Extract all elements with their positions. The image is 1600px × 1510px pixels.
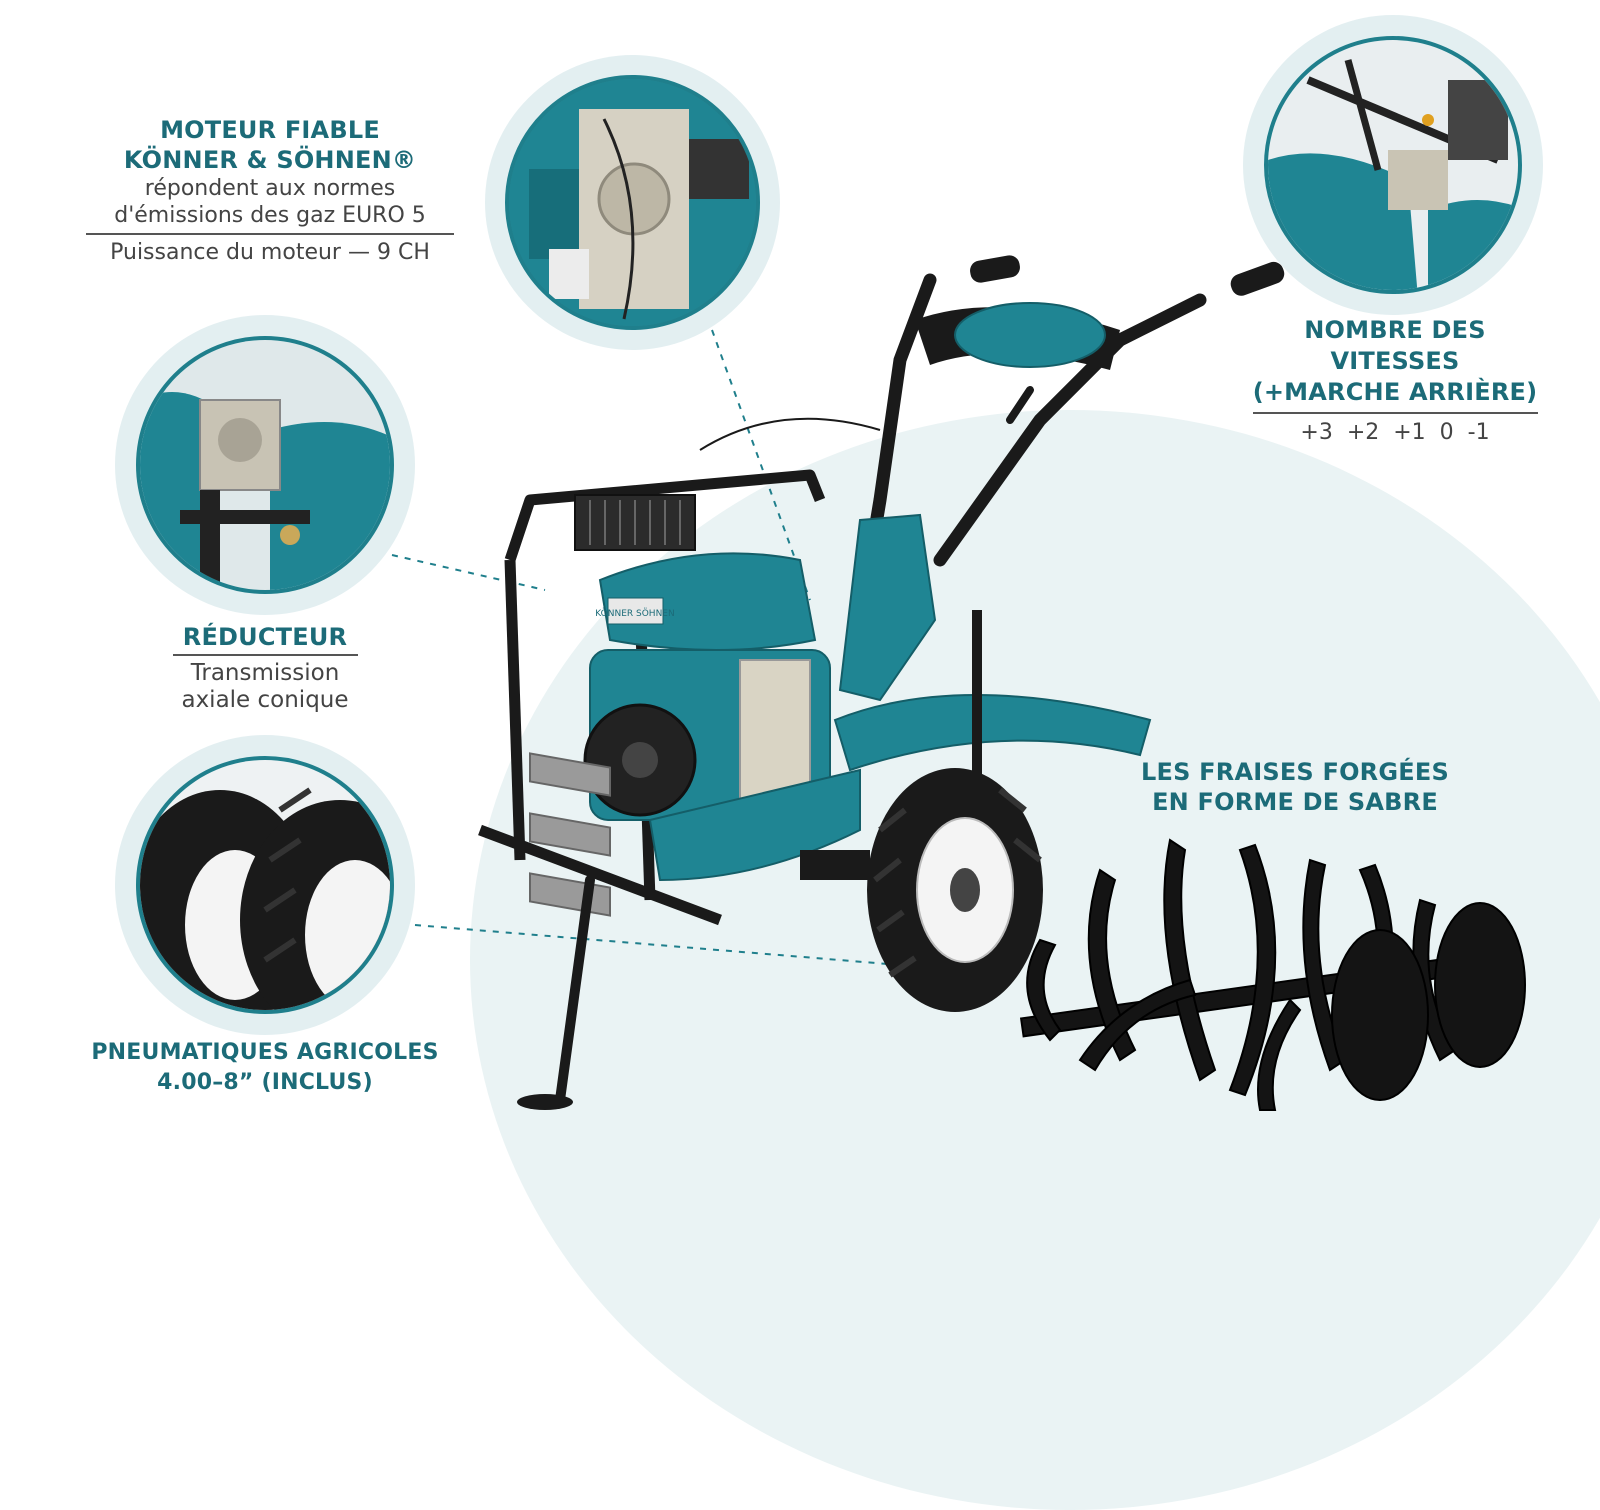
- disk-protector-front: [1331, 929, 1429, 1101]
- frame-bottom-bar: [478, 824, 722, 926]
- right-grip: [1230, 261, 1285, 296]
- wheel: [867, 768, 1043, 1012]
- tillers-title-line2: EN FORME DE SABRE: [1152, 788, 1438, 816]
- tillers-label: LES FRAISES FORGÉES EN FORME DE SABRE: [1125, 757, 1465, 817]
- engine-detail-circle: [485, 55, 780, 350]
- engine-badge-text: KÖNNER SÖHNEN: [595, 608, 674, 619]
- engine-badge: [607, 597, 664, 625]
- reducer-detail-circle: [115, 315, 415, 615]
- reducer-desc-line2: axiale conique: [181, 687, 349, 713]
- handlebar-right: [933, 293, 1207, 567]
- gear-lever: [1006, 386, 1034, 424]
- gears-label: NOMBRE DES VITESSES (+MARCHE ARRIÈRE) +3…: [1240, 315, 1550, 446]
- reducer-divider: [172, 654, 358, 656]
- frame-left: [504, 559, 526, 861]
- gearbox-closeup-image: [1264, 36, 1522, 294]
- gears-detail-circle: [1243, 15, 1543, 315]
- engine-closeup-image: [505, 75, 760, 330]
- connector-engine: [711, 329, 811, 601]
- tiller-blades: [1019, 838, 1501, 1111]
- engine-desc-line1: répondent aux normes: [144, 176, 396, 201]
- tires-label: PNEUMATIQUES AGRICOLES 4.00–8” (INCLUS): [60, 1038, 470, 1098]
- left-grip: [970, 255, 1020, 283]
- tires-title-line2: 4.00–8” (INCLUS): [157, 1070, 373, 1095]
- engine-power: Puissance du moteur — 9 CH: [110, 240, 430, 265]
- engine-title-line2: KÖNNER & SÖHNEN®: [123, 146, 417, 174]
- gears-title-line3: (+MARCHE ARRIÈRE): [1252, 378, 1538, 406]
- tires-title-line1: PNEUMATIQUES AGRICOLES: [91, 1040, 439, 1065]
- engine-label: MOTEUR FIABLE KÖNNER & SÖHNEN® répondent…: [70, 115, 470, 267]
- fender: [833, 694, 1152, 772]
- tillers-title-line1: LES FRAISES FORGÉES: [1141, 758, 1449, 786]
- gears-title-line1: NOMBRE DES: [1304, 316, 1486, 344]
- connector-lines: [391, 329, 901, 966]
- tires-detail-circle: [115, 735, 415, 1035]
- motor-cultivator-illustration: KÖNNER SÖHNEN: [478, 255, 1526, 1111]
- frame-top: [504, 469, 826, 562]
- connector-reducer: [391, 554, 546, 591]
- reducer-title: RÉDUCTEUR: [182, 623, 348, 651]
- reducer-closeup-image: [136, 336, 394, 594]
- tire-closeup-image: [136, 756, 394, 1014]
- gears-divider: [1252, 412, 1538, 414]
- disk-protector-rear: [1434, 902, 1526, 1068]
- crankcase: [739, 659, 811, 801]
- depth-bar: [972, 610, 982, 810]
- gearbox-column: [838, 513, 937, 702]
- fuel-tank: [598, 552, 817, 651]
- gears-title-line2: VITESSES: [1330, 347, 1460, 375]
- control-panel-cover: [954, 302, 1106, 368]
- kickstand: [555, 875, 595, 1105]
- axle: [800, 850, 870, 880]
- reducer-label: RÉDUCTEUR Transmission axiale conique: [150, 622, 380, 714]
- engine-divider: [86, 233, 454, 235]
- connector-tires: [414, 924, 901, 966]
- engine-title-line1: MOTEUR FIABLE: [160, 116, 380, 144]
- engine-desc-line2: d'émissions des gaz EURO 5: [114, 203, 426, 228]
- reducer-desc-line1: Transmission: [190, 660, 340, 686]
- cable: [699, 417, 881, 451]
- gears-values: +3 +2 +1 0 -1: [1300, 420, 1490, 445]
